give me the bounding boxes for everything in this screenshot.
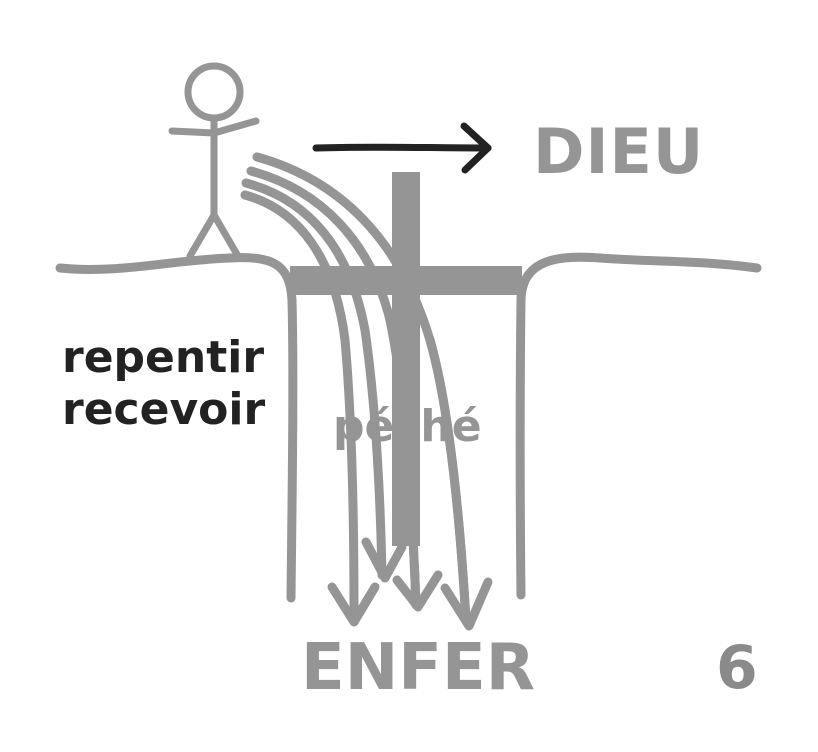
chasm-wall-right [515, 295, 526, 600]
stick-figure-head [184, 62, 244, 122]
destination-hell-label: ENFER [301, 631, 535, 705]
stick-figure-legs [186, 211, 242, 260]
falling-path-2 [241, 178, 387, 580]
stick-figure-icon [168, 62, 260, 260]
chasm-wall-left [286, 295, 298, 603]
falling-path-1 [240, 190, 359, 615]
arrow-right-head [460, 122, 492, 174]
page-number: 6 [716, 633, 758, 703]
action-receive: recevoir [62, 384, 266, 435]
action-repent: repentir [62, 332, 265, 383]
actions-label: repentir recevoir [62, 332, 265, 436]
arrow-down-icon [327, 582, 380, 627]
falling-paths [240, 152, 471, 625]
ground-left [55, 253, 297, 305]
arrow-right-shaft [312, 143, 492, 152]
destination-god-label: DIEU [533, 115, 705, 188]
sin-label: péché [333, 401, 482, 452]
ground-right [516, 252, 762, 305]
arrow-right-icon [312, 122, 492, 174]
falling-path-3 [246, 166, 421, 610]
stick-figure-arms [168, 117, 260, 137]
